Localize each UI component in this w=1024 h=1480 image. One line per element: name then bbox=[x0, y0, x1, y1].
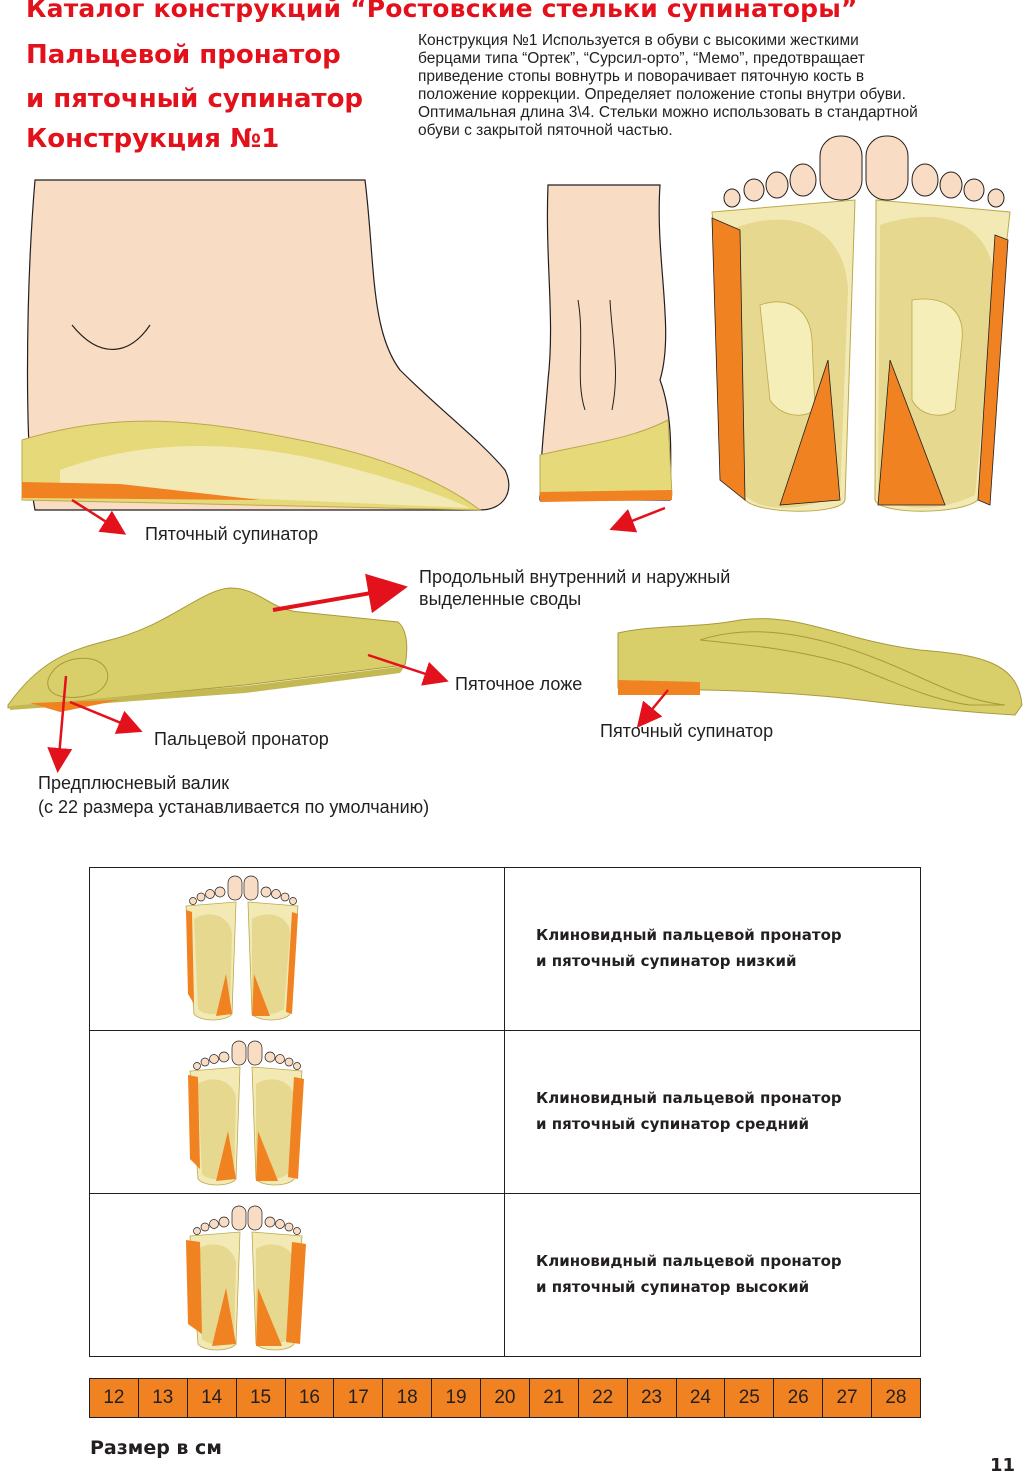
feet-sole-icon bbox=[711, 135, 1011, 512]
illustrations bbox=[7, 135, 1023, 773]
label-metatarsal-line-1: Предплюсневый валик bbox=[38, 773, 230, 793]
description-line: берцами типа “Ортек”, “Сурсил-орто”, “Ме… bbox=[418, 50, 865, 67]
variant-line-1: Клиновидный пальцевой пронатор bbox=[536, 1252, 842, 1270]
size-cell: 12 bbox=[90, 1379, 139, 1417]
size-cell: 27 bbox=[823, 1379, 872, 1417]
size-cell: 19 bbox=[432, 1379, 481, 1417]
label-heel-bed: Пяточное ложе bbox=[455, 674, 583, 694]
title-line-3: Конструкция №1 bbox=[26, 124, 280, 154]
description-line: Конструкция №1 Используется в обуви с вы… bbox=[418, 32, 859, 49]
size-caption: Размер в см bbox=[90, 1437, 222, 1459]
size-cell: 24 bbox=[677, 1379, 726, 1417]
label-arches: Продольный внутренний и наружный выделен… bbox=[419, 566, 730, 610]
column-divider bbox=[504, 868, 505, 1030]
size-cell: 14 bbox=[188, 1379, 237, 1417]
column-divider bbox=[504, 1194, 505, 1357]
table-row: Клиновидный пальцевой пронатор и пяточны… bbox=[90, 868, 920, 1031]
label-metatarsal-pad: Предплюсневый валик (с 22 размера устана… bbox=[38, 771, 429, 819]
foot-side-icon bbox=[21, 179, 510, 511]
size-scale: 12 13 14 15 16 17 18 19 20 21 22 23 24 2… bbox=[89, 1378, 921, 1418]
annotation-arrows bbox=[47, 498, 669, 773]
label-arches-line-1: Продольный внутренний и наружный bbox=[419, 567, 731, 587]
size-cell: 21 bbox=[530, 1379, 579, 1417]
table-row: Клиновидный пальцевой пронатор и пяточны… bbox=[90, 1194, 920, 1357]
variant-line-1: Клиновидный пальцевой пронатор bbox=[536, 1089, 842, 1107]
feet-high-icon bbox=[186, 1205, 306, 1351]
variant-line-2: и пяточный супинатор высокий bbox=[536, 1278, 810, 1296]
variant-description: Клиновидный пальцевой пронатор и пяточны… bbox=[536, 1085, 842, 1137]
table-row: Клиновидный пальцевой пронатор и пяточны… bbox=[90, 1031, 920, 1194]
insole-back-icon bbox=[617, 618, 1023, 716]
variant-line-2: и пяточный супинатор низкий bbox=[536, 952, 797, 970]
label-arches-line-2: выделенные своды bbox=[419, 589, 582, 609]
description-line: положение коррекции. Определяет положени… bbox=[418, 86, 906, 103]
insole-side-icon bbox=[7, 587, 408, 712]
description-line: обуви с закрытой пяточной частью. bbox=[418, 122, 673, 139]
feet-low-icon bbox=[185, 875, 299, 1021]
label-metatarsal-line-2: (с 22 размера устанавливается по умолчан… bbox=[38, 797, 430, 817]
variant-line-1: Клиновидный пальцевой пронатор bbox=[536, 926, 842, 944]
label-heel-supinator-bottom: Пяточный супинатор bbox=[600, 721, 774, 741]
catalog-title: Каталог конструкций “Ростовские стельки … bbox=[26, 0, 858, 23]
foot-back-icon bbox=[539, 184, 673, 502]
size-cell: 20 bbox=[481, 1379, 530, 1417]
size-cell: 22 bbox=[579, 1379, 628, 1417]
label-toe-pronator: Пальцевой пронатор bbox=[154, 729, 329, 749]
variants-table: Клиновидный пальцевой пронатор и пяточны… bbox=[89, 867, 921, 1357]
variant-line-2: и пяточный супинатор средний bbox=[536, 1115, 809, 1133]
construction-description: Конструкция №1 Используется в обуви с вы… bbox=[418, 32, 1018, 140]
page-number: 11 bbox=[990, 1455, 1016, 1476]
label-heel-supinator-top: Пяточный супинатор bbox=[145, 524, 319, 544]
size-cell: 23 bbox=[628, 1379, 677, 1417]
size-cell: 17 bbox=[334, 1379, 384, 1417]
variant-description: Клиновидный пальцевой пронатор и пяточны… bbox=[536, 922, 842, 974]
size-cell: 15 bbox=[237, 1379, 286, 1417]
description-line: Оптимальная длина 3\4. Стельки можно исп… bbox=[418, 104, 918, 121]
description-line: приведение стопы вовнутрь и поворачивает… bbox=[418, 68, 865, 85]
feet-medium-icon bbox=[188, 1040, 304, 1186]
size-cell: 16 bbox=[286, 1379, 335, 1417]
size-cell: 26 bbox=[774, 1379, 824, 1417]
size-cell: 28 bbox=[885, 1387, 907, 1408]
size-cell: 18 bbox=[383, 1379, 433, 1417]
size-cell: 25 bbox=[725, 1379, 775, 1417]
title-line-2: и пяточный супинатор bbox=[26, 84, 364, 114]
size-cell: 13 bbox=[139, 1379, 188, 1417]
title-line-1: Пальцевой пронатор bbox=[26, 40, 341, 70]
variant-description: Клиновидный пальцевой пронатор и пяточны… bbox=[536, 1248, 842, 1300]
column-divider bbox=[504, 1031, 505, 1193]
